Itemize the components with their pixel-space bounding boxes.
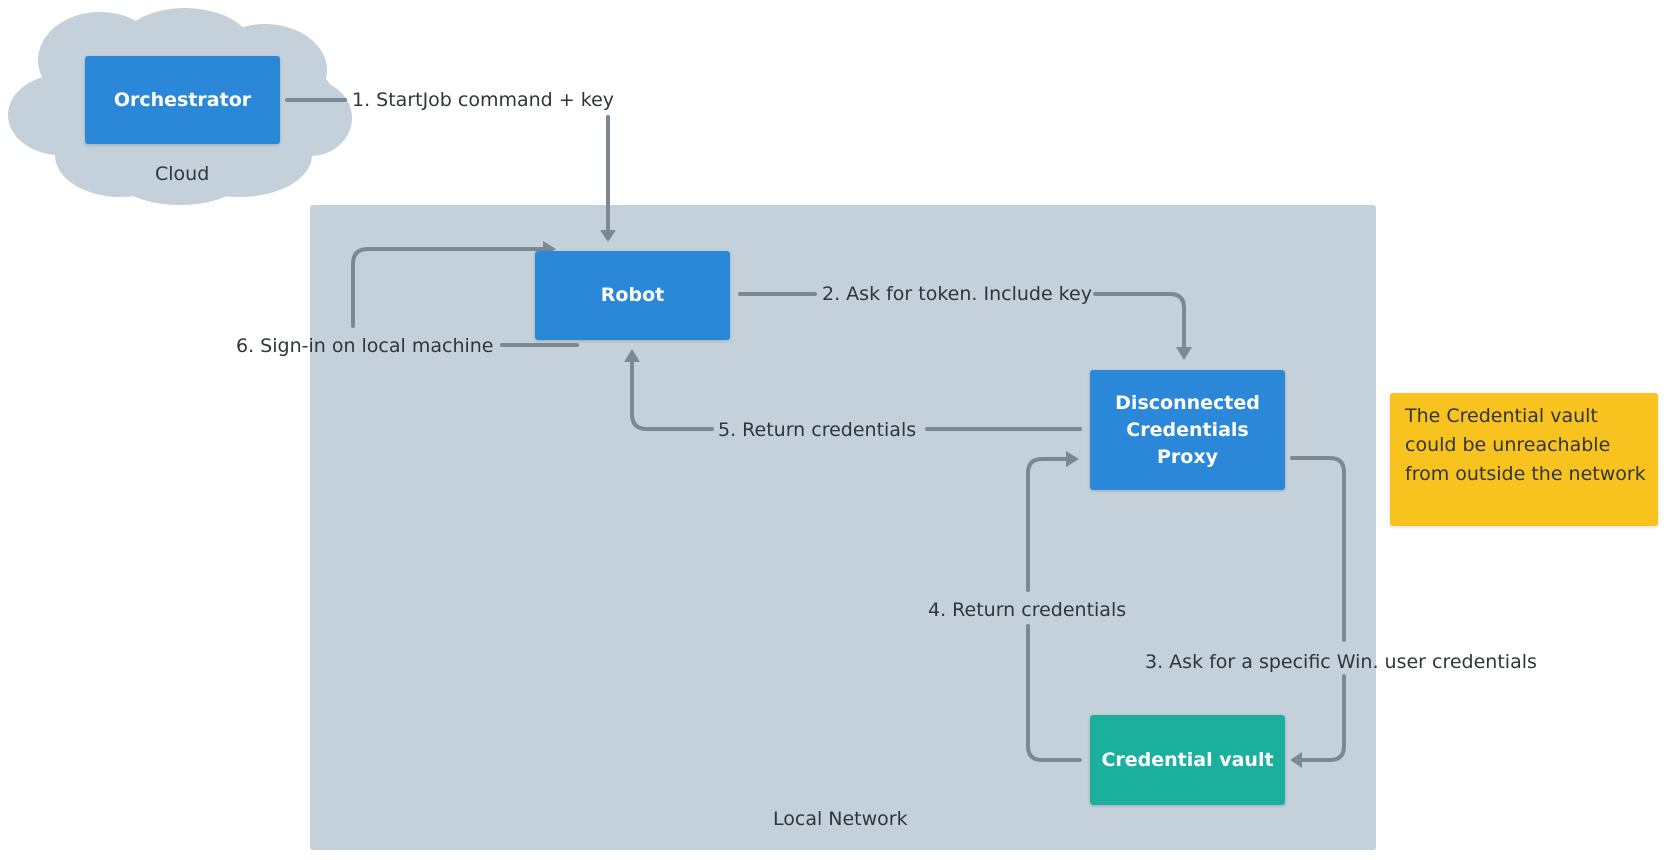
edge-3-arrowhead (1290, 752, 1302, 768)
orchestrator-node[interactable]: Orchestrator (85, 56, 280, 144)
edge-3-label: 3. Ask for a specific Win. user credenti… (1145, 651, 1537, 673)
edge-5-line-b (630, 360, 714, 431)
edge-2-arrowhead (1176, 347, 1192, 360)
edge-4-label: 4. Return credentials (928, 599, 1127, 621)
edge-2-line-b (1093, 292, 1186, 349)
edge-4-line-a (1026, 624, 1082, 762)
sticky-note[interactable]: The Credential vault could be unreachabl… (1390, 393, 1658, 526)
robot-node[interactable]: Robot (535, 251, 730, 340)
edge-5-arrowhead (624, 349, 640, 362)
edge-6-line-b (351, 247, 545, 328)
cloud-zone-label: Cloud (155, 163, 210, 185)
edge-1-label: 1. StartJob command + key (352, 89, 615, 111)
edge-1-arrowhead (600, 230, 616, 242)
edge-6-label: 6. Sign-in on local machine (236, 335, 494, 357)
disconnected-credentials-proxy-node[interactable]: Disconnected Credentials Proxy (1090, 370, 1285, 490)
edge-3-line-a (1290, 456, 1346, 642)
edge-4-line-b (1026, 457, 1068, 592)
edge-4-arrowhead (1066, 451, 1079, 467)
local-network-zone-label: Local Network (773, 808, 908, 830)
edge-3-line-b (1300, 674, 1346, 762)
edge-5-label: 5. Return credentials (718, 419, 917, 441)
credential-vault-node[interactable]: Credential vault (1090, 715, 1285, 805)
edge-2-label: 2. Ask for token. Include key (822, 283, 1092, 305)
